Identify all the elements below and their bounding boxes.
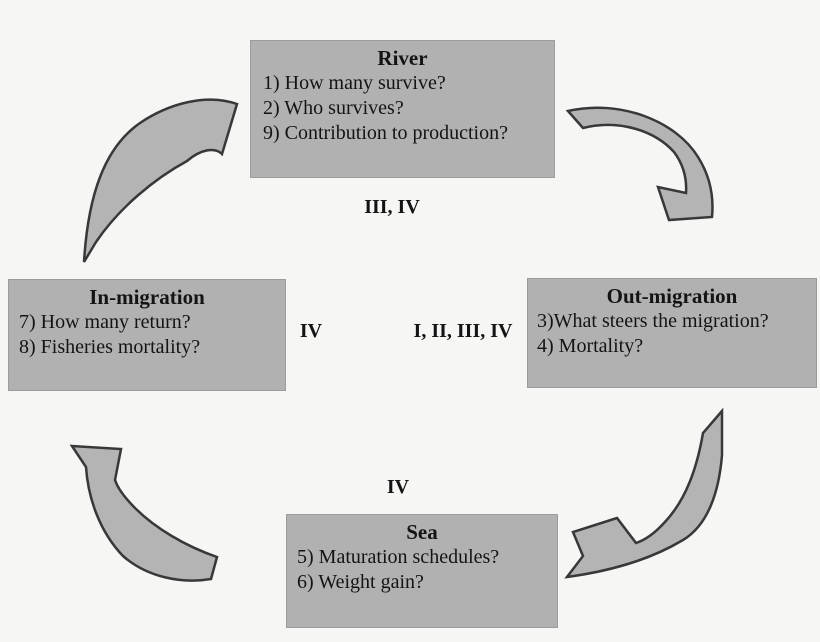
arrow-river-to-out-migration-icon [565, 106, 714, 222]
box-in-migration: In-migration 7) How many return? 8) Fish… [8, 279, 286, 391]
stage-label-top: III, IV [364, 196, 420, 218]
arrow-sea-to-in-migration-icon [69, 444, 219, 582]
box-river: River 1) How many survive? 2) Who surviv… [250, 40, 555, 178]
box-out-migration-item: 3)What steers the migration? [537, 310, 769, 332]
box-sea-item: 5) Maturation schedules? [297, 546, 500, 568]
stage-label-bottom: IV [386, 476, 410, 498]
box-sea-item: 6) Weight gain? [297, 571, 424, 593]
box-sea-title: Sea [406, 520, 438, 544]
box-river-item: 2) Who survives? [263, 97, 404, 119]
box-in-migration-title: In-migration [89, 285, 205, 309]
box-in-migration-item: 7) How many return? [19, 311, 191, 333]
box-river-item: 1) How many survive? [263, 72, 446, 94]
box-river-item: 9) Contribution to production? [263, 122, 508, 144]
arrow-in-migration-to-river-icon [82, 98, 239, 263]
stage-label-center: I, II, III, IV [413, 320, 513, 342]
box-out-migration: Out-migration 3)What steers the migratio… [527, 278, 817, 388]
arrow-out-migration-to-sea-icon [564, 407, 724, 579]
stage-label-left: IV [299, 320, 323, 342]
box-out-migration-item: 4) Mortality? [537, 335, 644, 357]
box-in-migration-item: 8) Fisheries mortality? [19, 336, 201, 358]
box-river-title: River [377, 46, 428, 70]
box-sea: Sea 5) Maturation schedules? 6) Weight g… [286, 514, 558, 628]
box-out-migration-title: Out-migration [606, 284, 738, 308]
